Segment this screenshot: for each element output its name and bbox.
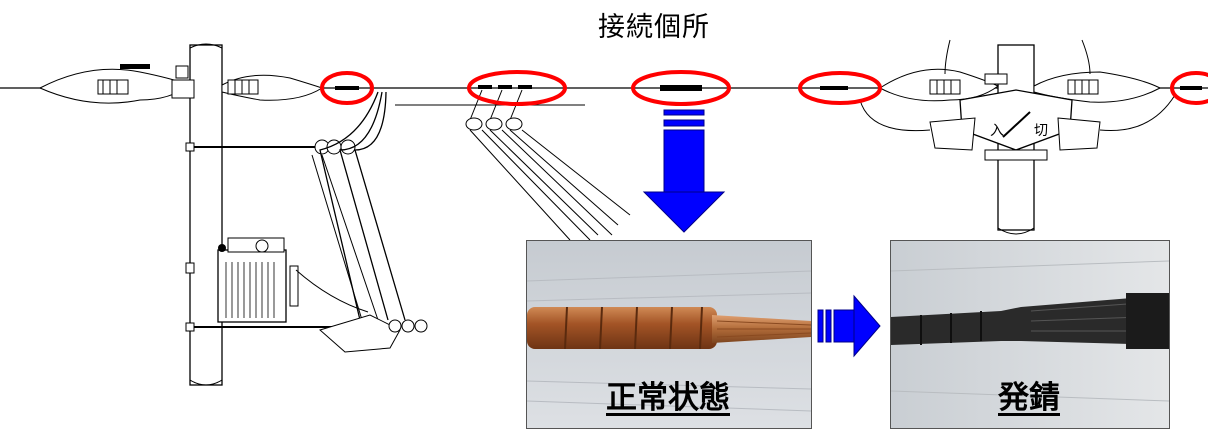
down-arrow: [642, 109, 726, 233]
highlight-ring-3: [631, 70, 731, 106]
right-pole-switch: [859, 39, 1176, 235]
photo-rusted: [890, 240, 1170, 429]
page-title: 接続個所: [598, 12, 710, 43]
switch-off-label: 切: [1034, 123, 1048, 139]
sleeve-1: [335, 86, 359, 90]
left-pole: [38, 43, 428, 386]
rusted-caption: 発錆: [998, 380, 1060, 416]
rusted-sleeve-image: [891, 241, 1169, 428]
highlight-ring-4: [798, 71, 882, 105]
sleeve-4: [820, 86, 848, 90]
copper-sleeve-image: [527, 241, 811, 428]
connection-highlights: [320, 70, 1208, 106]
highlight-ring-5: [1170, 71, 1208, 105]
switch-on-label: 入: [990, 123, 1004, 139]
photo-normal-state: [526, 240, 812, 429]
normal-state-caption: 正常状態: [606, 380, 730, 416]
sleeve-3: [660, 85, 702, 91]
highlight-ring-1: [320, 71, 374, 105]
sleeve-5: [1180, 86, 1202, 90]
highlight-ring-2: [467, 70, 567, 106]
right-arrow: [817, 294, 881, 358]
branch-connections: [395, 85, 631, 241]
